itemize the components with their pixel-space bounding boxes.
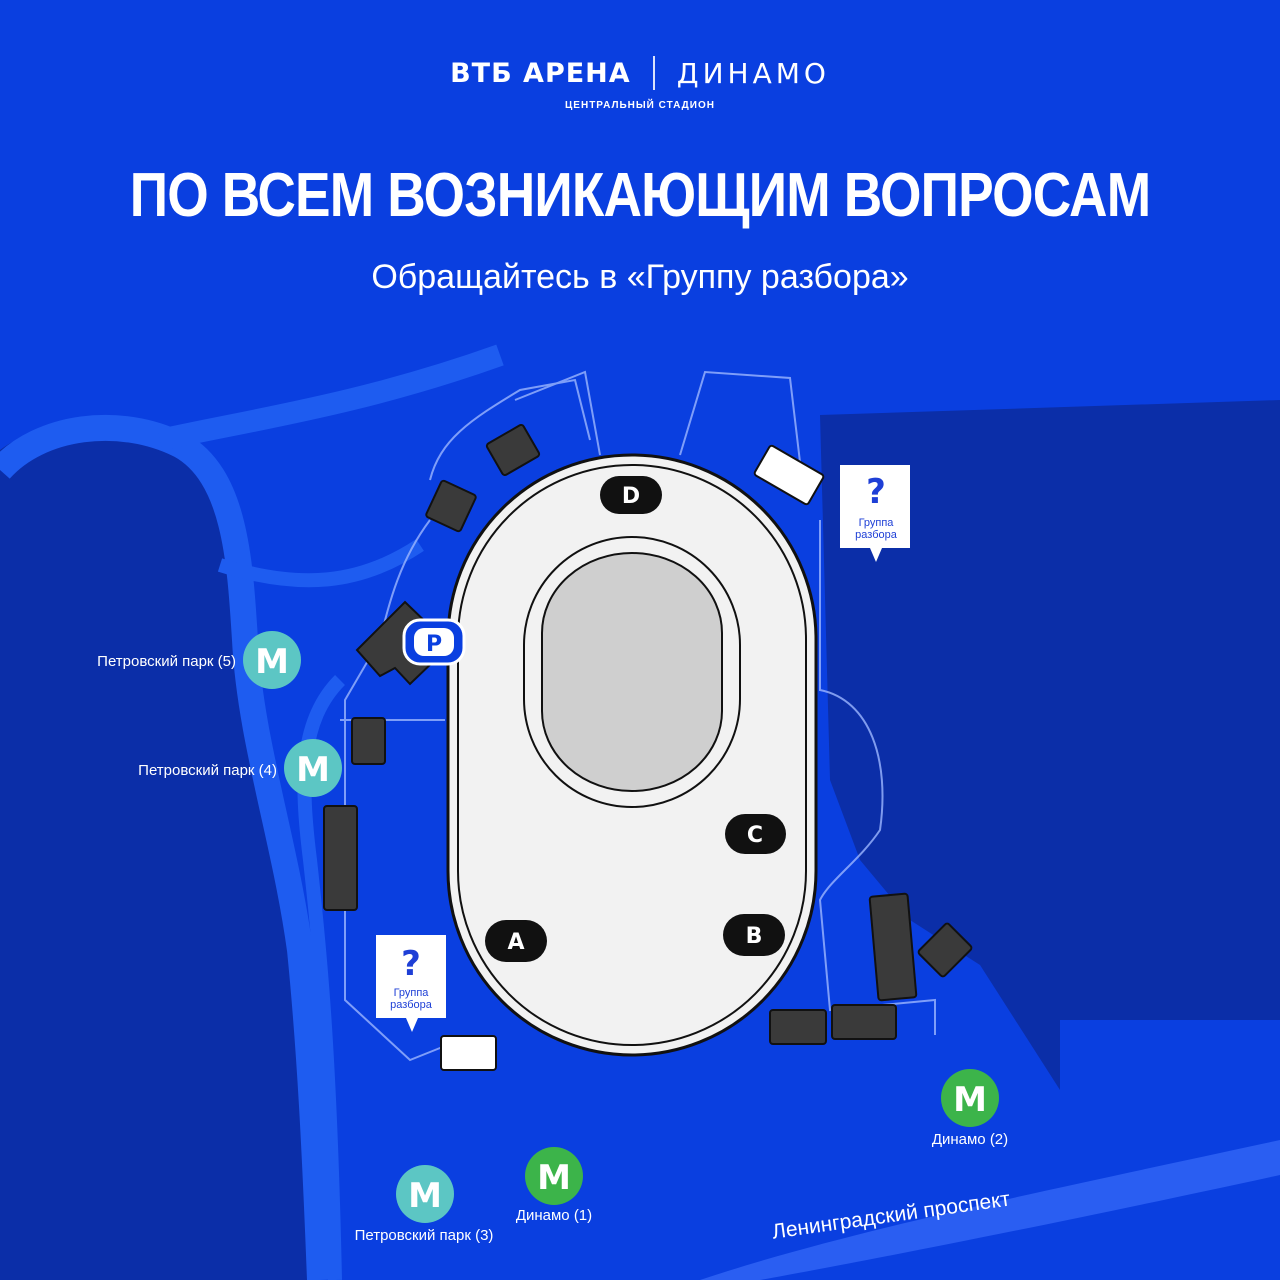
svg-text:M: M: [255, 642, 289, 682]
svg-text:A: A: [507, 930, 524, 955]
svg-text:Петровский парк (3): Петровский парк (3): [355, 1227, 494, 1244]
park-zone-left: [0, 426, 315, 1280]
metro-petrovsky-3[interactable]: M Петровский парк (3): [355, 1165, 494, 1244]
avenue-band: [700, 1140, 1280, 1280]
info-point-left[interactable]: ? Группа разбора: [376, 935, 446, 1032]
svg-text:M: M: [537, 1158, 571, 1198]
svg-text:Динамо (1): Динамо (1): [516, 1207, 592, 1224]
road-mid: [217, 539, 424, 588]
svg-text:Петровский парк (5): Петровский парк (5): [97, 653, 236, 670]
building-5: [323, 805, 358, 911]
building-6: [868, 892, 918, 1002]
logo-vtb-arena: ВТБ АРЕНА: [450, 57, 631, 89]
building-8: [769, 1009, 827, 1045]
light-building-2: [440, 1035, 497, 1071]
svg-text:B: B: [746, 924, 763, 949]
logo-divider: [652, 56, 655, 90]
svg-text:разбора: разбора: [390, 999, 433, 1011]
metro-petrovsky-4[interactable]: M Петровский парк (4): [138, 739, 342, 797]
svg-text:D: D: [622, 484, 640, 509]
svg-text:M: M: [953, 1080, 987, 1120]
parking-marker[interactable]: P: [402, 618, 466, 666]
metro-dinamo-2[interactable]: M Динамо (2): [932, 1069, 1008, 1148]
building-2: [425, 479, 477, 533]
question-icon: ?: [866, 472, 886, 512]
svg-text:C: C: [747, 823, 763, 848]
page-subtitle: Обращайтесь в «Группу разбора»: [371, 258, 909, 296]
metro-icon: [941, 1069, 999, 1127]
logo-subtitle: ЦЕНТРАЛЬНЫЙ СТАДИОН: [565, 100, 715, 111]
light-building-1: [753, 444, 825, 506]
park-zone-right: [820, 400, 1280, 1090]
svg-text:Петровский парк (4): Петровский парк (4): [138, 762, 277, 779]
metro-dinamo-1[interactable]: M Динамо (1): [516, 1147, 592, 1224]
metro-icon: [284, 739, 342, 797]
metro-icon: [243, 631, 301, 689]
metro-icon: [396, 1165, 454, 1223]
gate-c[interactable]: C: [725, 814, 786, 854]
question-icon: ?: [401, 944, 421, 984]
gate-d[interactable]: D: [600, 476, 662, 514]
info-point-right[interactable]: ? Группа разбора: [840, 465, 910, 562]
logo-dinamo: ДИНАМО: [676, 56, 830, 90]
building-7: [917, 922, 973, 978]
metro-petrovsky-5[interactable]: M Петровский парк (5): [97, 631, 301, 689]
road-inner: [297, 675, 346, 1280]
gate-b[interactable]: B: [723, 914, 785, 956]
road-top: [157, 344, 504, 451]
svg-text:Группа: Группа: [394, 987, 430, 999]
metro-icon: [525, 1147, 583, 1205]
svg-text:M: M: [408, 1176, 442, 1216]
svg-text:Динамо (2): Динамо (2): [932, 1131, 1008, 1148]
page-title: ПО ВСЕМ ВОЗНИКАЮЩИМ ВОПРОСАМ: [129, 161, 1151, 230]
building-9: [831, 1004, 897, 1040]
building-1: [485, 424, 541, 476]
stadium-field: [541, 552, 723, 792]
svg-text:M: M: [296, 750, 330, 790]
building-4: [351, 717, 386, 765]
svg-text:разбора: разбора: [855, 529, 898, 541]
gate-a[interactable]: A: [485, 920, 547, 962]
stadium-outer-ring: [457, 464, 807, 1046]
svg-text:Группа: Группа: [859, 517, 895, 529]
buildings: [323, 424, 973, 1045]
light-buildings: [440, 444, 825, 1071]
logo: ВТБ АРЕНА ДИНАМО: [0, 48, 1280, 98]
parking-icon: P: [426, 632, 442, 657]
